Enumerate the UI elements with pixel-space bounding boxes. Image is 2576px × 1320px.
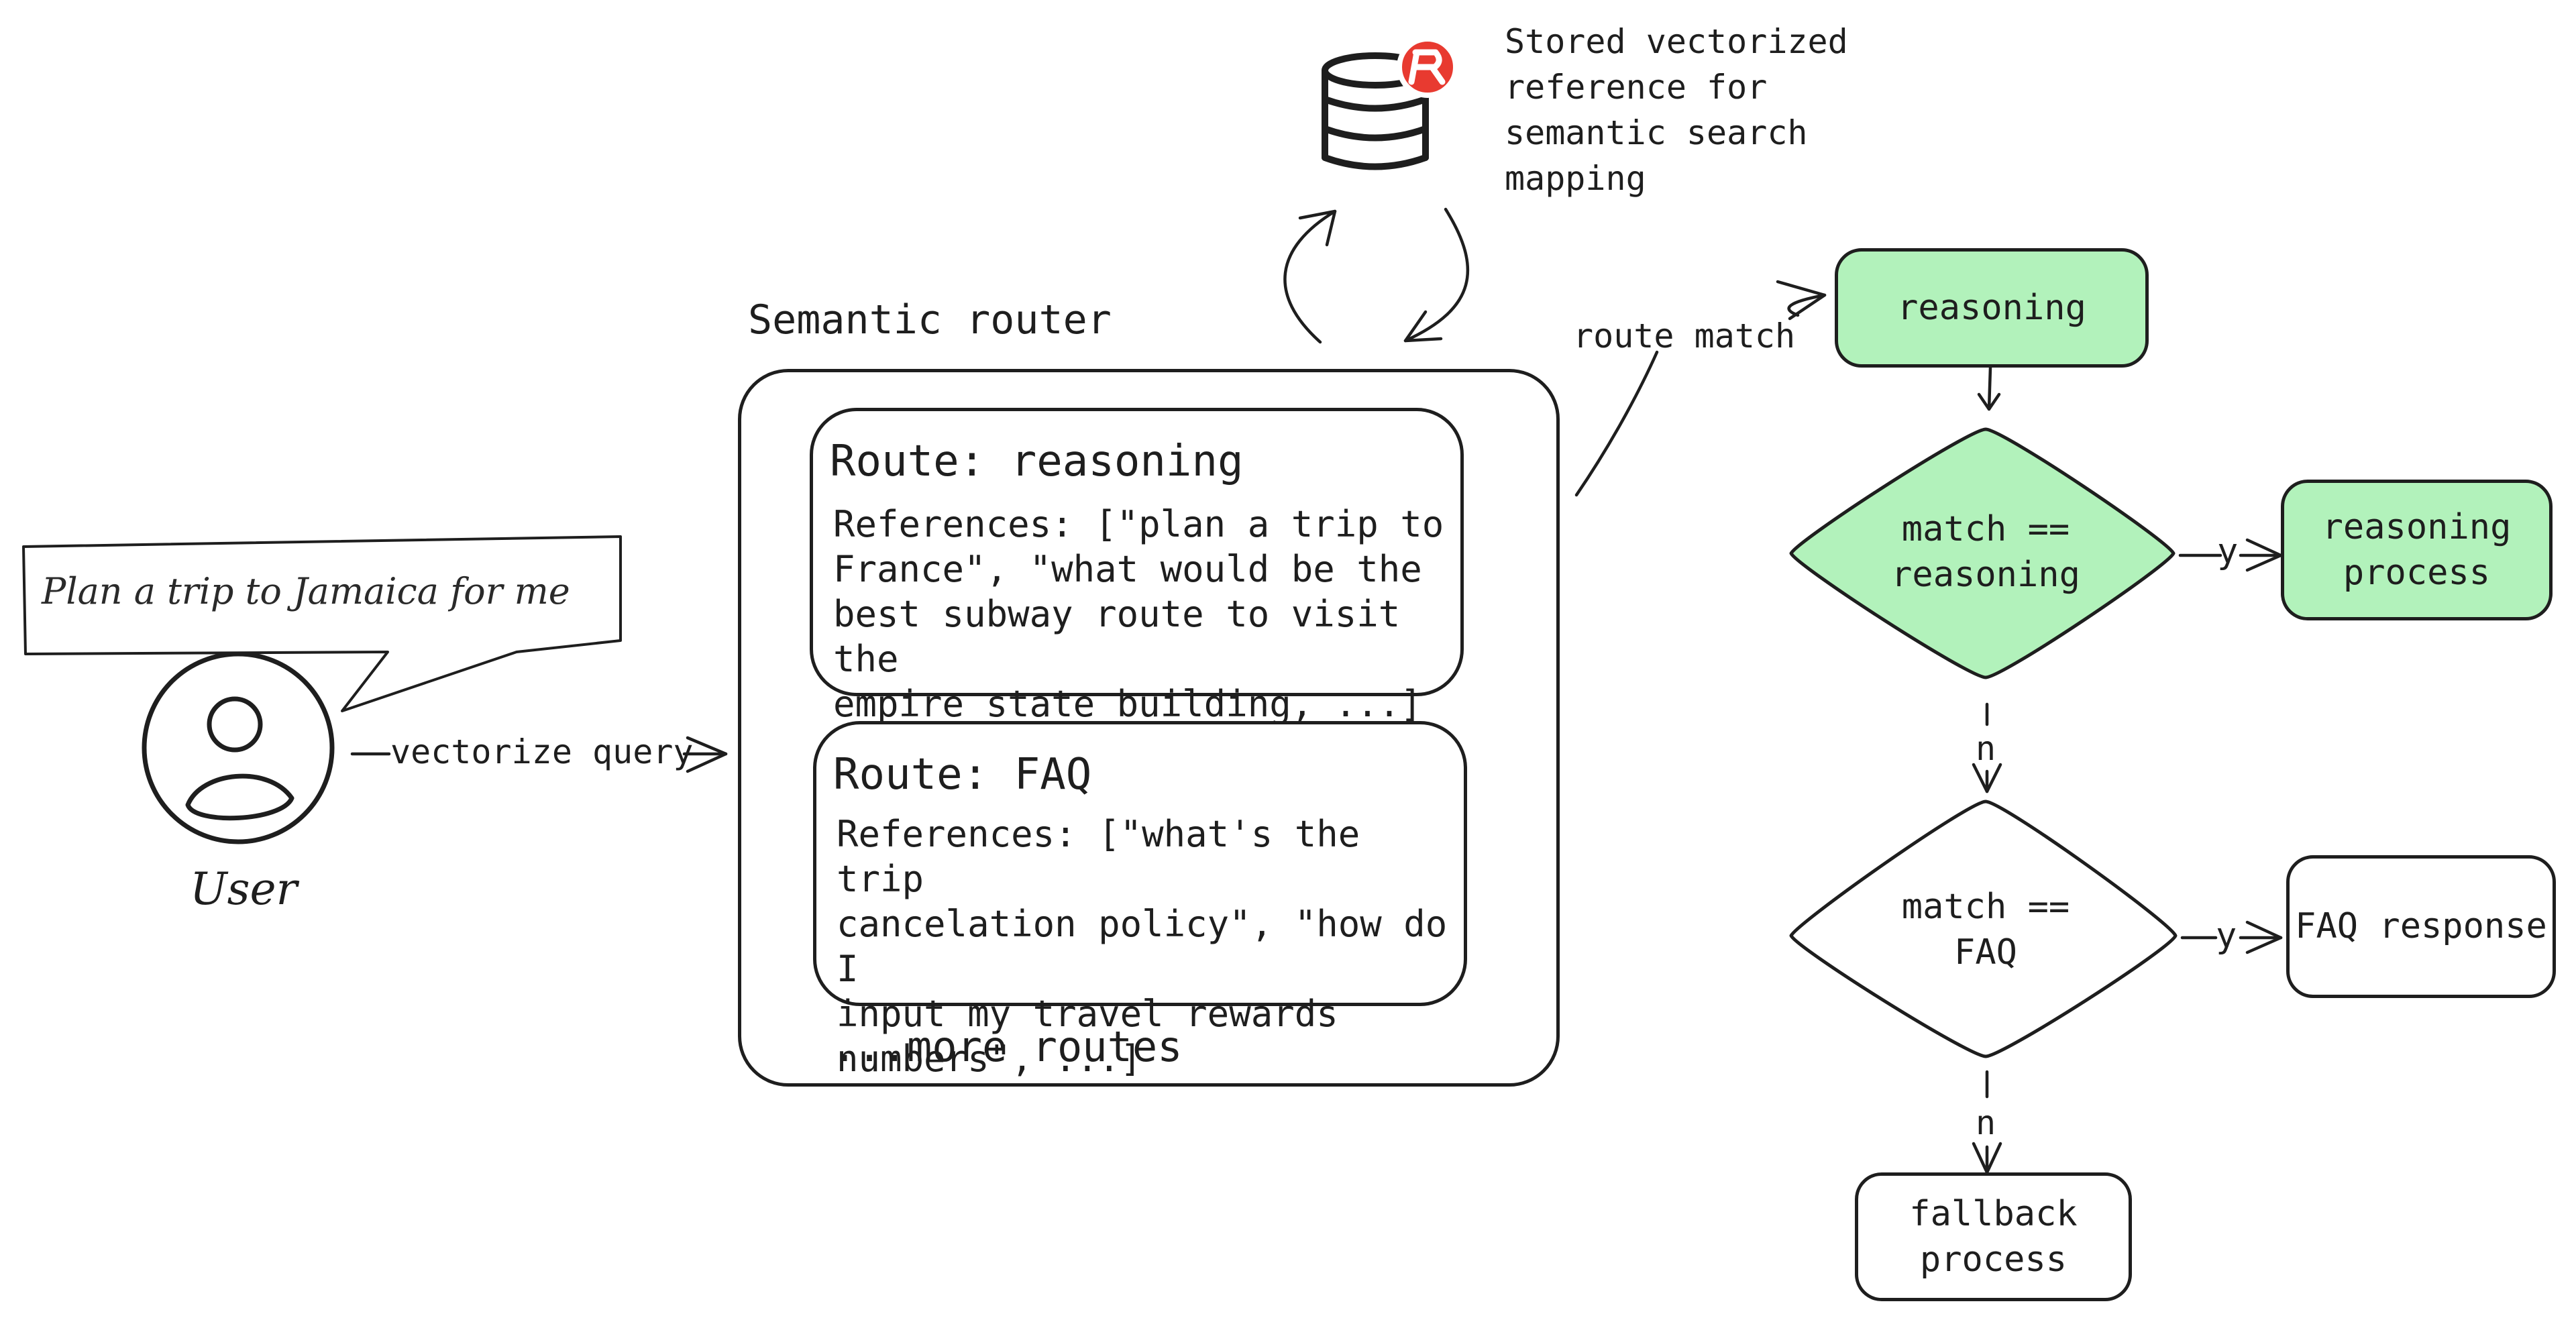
route-card-reasoning: Route: reasoning References: ["plan a tr… bbox=[810, 408, 1464, 725]
node-faq-response-label: FAQ response bbox=[2295, 906, 2547, 946]
node-fallback-process-label: fallback process bbox=[1909, 1194, 2078, 1280]
node-reasoning-process-label: reasoning process bbox=[2322, 507, 2512, 593]
route-title-faq: Route: FAQ bbox=[833, 750, 1092, 800]
arrow-reasoning-to-decision bbox=[1977, 366, 2001, 411]
user-avatar-icon bbox=[142, 651, 335, 844]
node-reasoning-label: reasoning bbox=[1897, 287, 2086, 328]
database-caption: Stored vectorized reference for semantic… bbox=[1505, 22, 1848, 198]
router-container bbox=[738, 369, 1560, 1087]
user-label: User bbox=[190, 863, 298, 915]
edge-label-no-faq: n bbox=[1976, 1103, 1996, 1142]
route-title-reasoning: Route: reasoning bbox=[830, 437, 1244, 486]
speech-bubble bbox=[22, 535, 622, 712]
speech-bubble-text: Plan a trip to Jamaica for me bbox=[42, 570, 570, 612]
arrow-database-to-router bbox=[1403, 207, 1470, 343]
arrow-decision-reasoning-no bbox=[1972, 702, 2002, 793]
edge-label-vectorize: vectorize query bbox=[390, 732, 694, 771]
arrow-decision-reasoning-yes bbox=[2178, 538, 2283, 572]
edge-label-no-reasoning: n bbox=[1976, 729, 1996, 768]
route-references-faq: References: ["what's the trip cancelatio… bbox=[837, 813, 1448, 1080]
node-reasoning-process: reasoning process bbox=[2281, 480, 2553, 620]
edge-label-yes-reasoning: y bbox=[2217, 531, 2239, 571]
arrow-router-to-database bbox=[1283, 209, 1337, 344]
arrow-vectorize bbox=[350, 736, 728, 773]
decision-reasoning-label: match == reasoning bbox=[1891, 509, 2080, 595]
decision-diamond-reasoning bbox=[1789, 427, 2176, 679]
more-routes-label: ...more routes bbox=[832, 1022, 1183, 1071]
router-title: Semantic router bbox=[748, 296, 1112, 343]
arrow-decision-faq-no bbox=[1972, 1070, 2002, 1174]
redis-logo-icon bbox=[1397, 36, 1458, 98]
route-card-faq: Route: FAQ References: ["what's the trip… bbox=[813, 721, 1467, 1080]
edge-label-yes-faq: y bbox=[2216, 916, 2237, 956]
node-fallback-process: fallback process bbox=[1855, 1172, 2132, 1301]
arrow-decision-faq-yes bbox=[2180, 920, 2283, 954]
arrow-route-match bbox=[1574, 280, 1827, 497]
node-reasoning: reasoning bbox=[1835, 248, 2149, 368]
decision-faq-label: match == FAQ bbox=[1901, 887, 2070, 973]
route-references-reasoning: References: ["plan a trip to France", "w… bbox=[833, 503, 1444, 725]
node-faq-response: FAQ response bbox=[2286, 855, 2556, 998]
edge-label-route-match: route match bbox=[1573, 317, 1796, 355]
decision-diamond-faq bbox=[1789, 800, 2178, 1058]
